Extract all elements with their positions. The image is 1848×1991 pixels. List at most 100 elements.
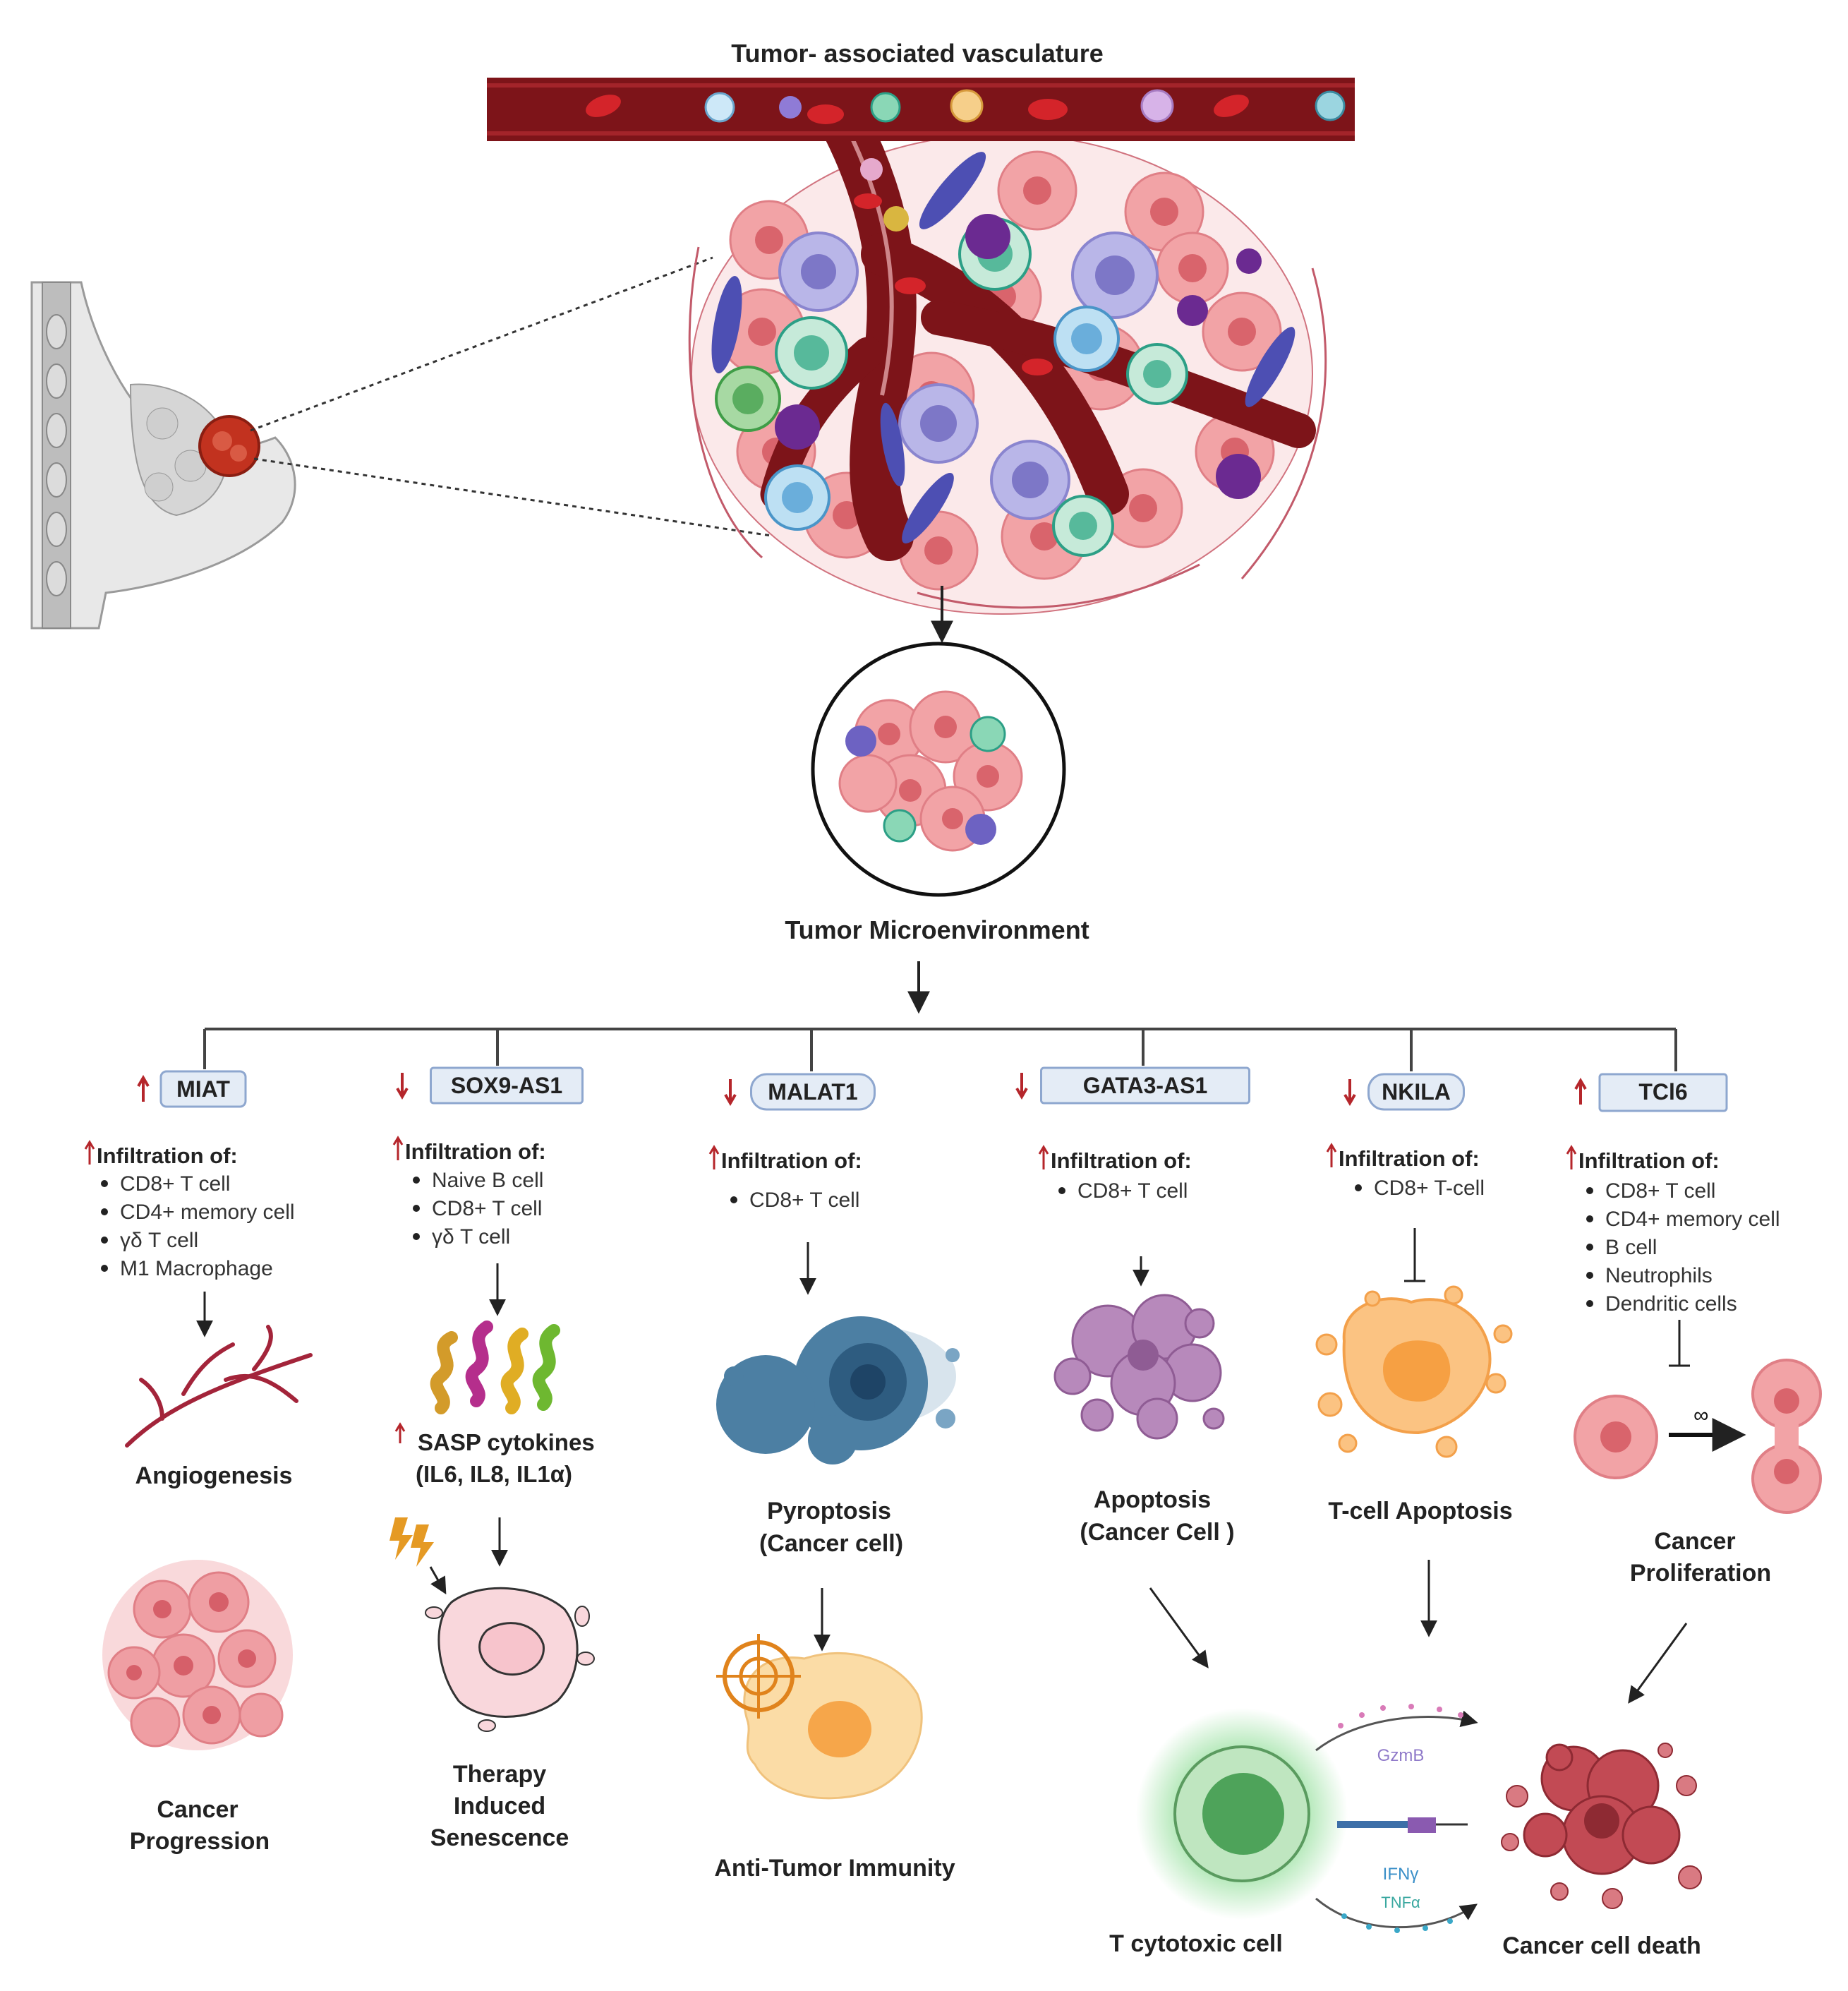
gzmb-label: GzmB: [1377, 1746, 1425, 1765]
gene-label: GATA3-AS1: [1083, 1073, 1208, 1098]
breast-illustration: [30, 281, 296, 630]
branch-lines: [203, 1028, 1677, 1071]
vasculature-title: Tumor- associated vasculature: [731, 39, 1104, 68]
tme-circle: [811, 642, 1066, 897]
tme-label: Tumor Microenvironment: [785, 915, 1089, 944]
proliferation-label-1: Cancer: [1654, 1528, 1735, 1555]
infiltration-item: γδ T cell: [120, 1229, 198, 1252]
t-cell-apoptosis-icon: [1315, 1285, 1513, 1458]
gene-box-miat: MIAT: [137, 1070, 247, 1108]
bullet: [730, 1196, 737, 1203]
up-arrow-icon: [1038, 1145, 1049, 1169]
infiltration-item: CD8+ T-cell: [1374, 1177, 1485, 1200]
infiltration-heading: Infiltration of:: [1051, 1148, 1192, 1173]
bullet: [101, 1208, 108, 1215]
gene-label: TCl6: [1638, 1079, 1687, 1105]
gene-box-tcl6: TCl6: [1574, 1073, 1728, 1112]
lightning-icon: [389, 1517, 434, 1567]
infiltration-item: γδ T cell: [432, 1225, 510, 1249]
gene-box-malat1: MALAT1: [724, 1073, 876, 1111]
infiltration-item: M1 Macrophage: [120, 1257, 273, 1280]
bullet: [101, 1265, 108, 1272]
gene-label: MIAT: [176, 1076, 230, 1102]
up-arrow-icon: [392, 1136, 404, 1160]
infiltration-list-4: Infiltration of: CD8+ T cell: [1038, 1145, 1192, 1203]
infiltration-list-3: Infiltration of:CD8+ T cell: [708, 1145, 862, 1212]
infiltration-item: CD8+ T cell: [1077, 1179, 1188, 1203]
bullet: [1586, 1187, 1593, 1194]
bullet: [101, 1180, 108, 1187]
apoptosis-cell-icon: [1053, 1294, 1225, 1440]
t-cytotoxic-label: T cytotoxic cell: [1109, 1930, 1283, 1957]
infiltration-item: CD8+ T cell: [1605, 1179, 1715, 1203]
gene-label: MALAT1: [768, 1079, 857, 1105]
t-cell-apoptosis-label: T-cell Apoptosis: [1328, 1498, 1512, 1524]
tis-label-1: Therapy: [453, 1761, 546, 1788]
up-arrow-icon: [1566, 1145, 1577, 1169]
bullet: [1586, 1272, 1593, 1279]
inhibition-line-tcl6: [1669, 1320, 1690, 1367]
infiltration-item: CD4+ memory cell: [1605, 1208, 1780, 1231]
cancer-progression-icon: [102, 1560, 293, 1750]
up-arrow-icon: [708, 1145, 720, 1169]
down-arrow-icon: [1343, 1079, 1356, 1106]
bullet: [101, 1237, 108, 1244]
angiogenesis-label: Angiogenesis: [135, 1462, 293, 1489]
up-arrow-icon: [84, 1140, 95, 1165]
bullet: [1586, 1244, 1593, 1251]
infiltration-heading: Infiltration of:: [97, 1143, 238, 1168]
gene-label: NKILA: [1382, 1079, 1451, 1105]
sasp-cytokines-icon: [430, 1321, 560, 1414]
angiogenesis-icon: [125, 1325, 313, 1448]
cancer-cell-death-label: Cancer cell death: [1502, 1932, 1701, 1959]
proliferation-icon: ∞: [1574, 1359, 1822, 1514]
infiltration-item: Neutrophils: [1605, 1264, 1713, 1287]
senescent-cell-icon: [425, 1587, 595, 1732]
apoptosis-label-1: Apoptosis: [1094, 1486, 1211, 1513]
infiltration-item: B cell: [1605, 1236, 1657, 1259]
infiltration-heading: Infiltration of:: [1339, 1146, 1480, 1171]
pyroptosis-label-2: (Cancer cell): [759, 1530, 903, 1557]
main-vessel: [487, 78, 1355, 375]
tis-label-3: Senescence: [430, 1824, 569, 1851]
bullet: [1058, 1187, 1065, 1194]
up-arrow-icon: [137, 1075, 150, 1102]
bullet: [1355, 1184, 1362, 1191]
anti-tumor-label: Anti-Tumor Immunity: [714, 1855, 955, 1882]
infiltration-item: CD8+ T cell: [432, 1197, 542, 1220]
ifng-label: IFNγ: [1383, 1865, 1419, 1884]
infiltration-item: CD4+ memory cell: [120, 1201, 295, 1224]
cancer-progression-label-1: Cancer: [157, 1796, 238, 1823]
bullet: [413, 1177, 420, 1184]
infiltration-list-5: Infiltration of: CD8+ T-cell: [1326, 1143, 1485, 1200]
down-arrow-icon: [724, 1079, 737, 1106]
cytotoxic-mediators: GzmB IFNγ TNFα: [1315, 1704, 1478, 1933]
inhibition-line-nkila: [1404, 1228, 1425, 1282]
infiltration-heading: Infiltration of:: [1578, 1148, 1720, 1173]
infiltration-item: Naive B cell: [432, 1169, 543, 1192]
gene-box-nkila: NKILA: [1343, 1073, 1465, 1111]
infiltration-heading: Infiltration of:: [721, 1148, 862, 1173]
infiltration-heading: Infiltration of:: [405, 1139, 546, 1164]
cancer-progression-label-2: Progression: [130, 1828, 270, 1855]
anti-tumor-immunity-icon: [716, 1634, 923, 1800]
bullet: [413, 1233, 420, 1240]
pyroptosis-cell-icon: [716, 1316, 960, 1464]
down-arrow-icon: [396, 1073, 409, 1100]
apoptosis-label-2: (Cancer Cell ): [1080, 1519, 1234, 1546]
bullet: [413, 1205, 420, 1212]
up-arrow-icon: [1574, 1078, 1587, 1105]
gene-box-sox9-as1: SOX9-AS1: [396, 1066, 584, 1105]
tis-label-2: Induced: [454, 1793, 545, 1819]
bullet: [1586, 1215, 1593, 1222]
gene-boxes: MIAT SOX9-AS1 MALAT1 GATA3-AS1 NKILA TCl6: [137, 1066, 1728, 1112]
infinity-symbol: ∞: [1693, 1404, 1708, 1427]
cancer-cell-death-icon: [1501, 1743, 1702, 1909]
tnfa-label: TNFα: [1381, 1894, 1420, 1911]
infiltration-item: Dendritic cells: [1605, 1292, 1737, 1316]
tumor-tissue: [688, 102, 1327, 615]
